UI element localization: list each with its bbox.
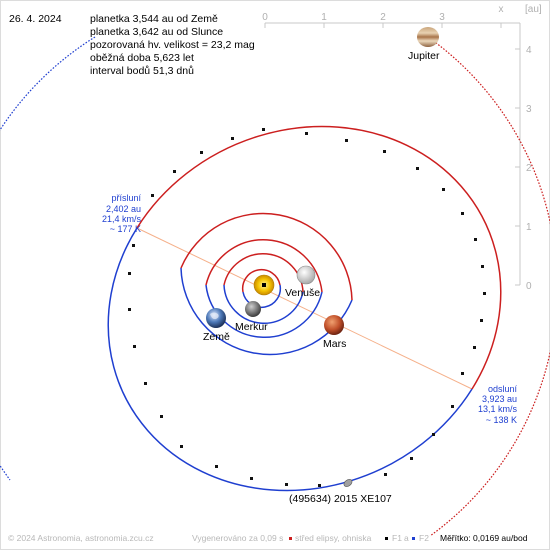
orbit-point <box>481 265 484 268</box>
axes <box>264 22 521 286</box>
mercury-orbit <box>241 268 282 309</box>
jupiter-orbit <box>0 36 550 537</box>
y-tick-label: 0 <box>526 281 532 292</box>
mars-label: Mars <box>323 338 346 350</box>
orbit-point <box>483 292 486 295</box>
earth-label: Země <box>203 331 230 343</box>
info-line: interval bodů 51,3 dnů <box>90 65 194 77</box>
orbit-point <box>132 244 135 247</box>
orbit-point <box>410 457 413 460</box>
focus1-marker-icon <box>385 537 388 540</box>
footer: © 2024 Astronomia, astronomia.zcu.cz Vyg… <box>8 533 528 543</box>
mercury-icon <box>245 301 261 317</box>
orbit-point <box>480 319 483 322</box>
earth-orbit <box>205 239 323 338</box>
perihelion-distance: 2,402 au <box>106 204 141 214</box>
x-tick-label: 0 <box>262 12 268 23</box>
y-tick-label: 4 <box>526 45 532 56</box>
sun <box>253 274 275 296</box>
mars-icon <box>324 315 344 335</box>
orbit-point <box>345 139 348 142</box>
orbit-point <box>432 433 435 436</box>
orbit-point <box>461 212 464 215</box>
info-line: planetka 3,544 au od Země <box>90 13 218 25</box>
orbit-point <box>160 415 163 418</box>
venus-label: Venuše <box>285 287 320 299</box>
orbit-point <box>451 405 454 408</box>
y-tick-label: 2 <box>526 163 532 174</box>
orbit-point <box>305 132 308 135</box>
info-block: planetka 3,544 au od Země planetka 3,642… <box>90 13 255 77</box>
orbit-point <box>384 473 387 476</box>
orbit-point <box>250 477 253 480</box>
perihelion-speed: 21,4 km/s <box>102 214 142 224</box>
orbit-point <box>173 170 176 173</box>
orbit-points <box>128 128 486 487</box>
orbit-point <box>474 238 477 241</box>
venus-icon <box>296 265 316 285</box>
x-axis-letter: x <box>499 4 504 15</box>
planet-labels: Jupiter Venuše Merkur Země Mars (495634)… <box>203 50 440 505</box>
orbit-point <box>461 372 464 375</box>
orbit-point <box>416 167 419 170</box>
perihelion-title: přísluní <box>111 193 141 203</box>
axis-unit: [au] <box>525 4 542 15</box>
orbit-point <box>144 382 147 385</box>
y-tick-label: 3 <box>526 104 532 115</box>
orbit-point <box>128 308 131 311</box>
orbit-point <box>215 465 218 468</box>
aphelion-info: odsluní 3,923 au 13,1 km/s ~ 138 K <box>478 384 518 425</box>
orbit-point <box>285 483 288 486</box>
focus-marker-icon <box>262 283 266 287</box>
jupiter-icon <box>417 27 439 47</box>
perihelion-temperature: ~ 177 K <box>110 224 141 234</box>
orbit-point <box>231 137 234 140</box>
aphelion-title: odsluní <box>488 384 518 394</box>
ellipse-center-marker-icon <box>289 537 292 540</box>
legend-a: a <box>404 533 409 543</box>
orbit-point <box>133 345 136 348</box>
info-line: planetka 3,642 au od Slunce <box>90 26 223 38</box>
info-line: pozorovaná hv. velikost = 23,2 mag <box>90 39 255 51</box>
perihelion-info: přísluní 2,402 au 21,4 km/s ~ 177 K <box>102 193 142 234</box>
info-line: oběžná doba 5,623 let <box>90 52 194 64</box>
orbit-point <box>442 188 445 191</box>
orbit-point <box>200 151 203 154</box>
aphelion-distance: 3,923 au <box>482 394 517 404</box>
asteroid-icon <box>343 479 353 487</box>
x-tick-label: 3 <box>439 12 445 23</box>
legend-center: střed elipsy, ohniska <box>295 533 372 543</box>
orbit-point <box>262 128 265 131</box>
copyright-link[interactable]: © 2024 Astronomia, astronomia.zcu.cz <box>8 533 154 543</box>
generated-time: Vygenerováno za 0,09 s <box>192 533 283 543</box>
orbit-point <box>128 272 131 275</box>
legend-f1: F1 <box>392 533 402 543</box>
apsis-line <box>136 227 473 390</box>
x-tick-label: 2 <box>380 12 386 23</box>
aphelion-temperature: ~ 138 K <box>486 415 517 425</box>
orbit-point <box>151 194 154 197</box>
orbit-point <box>383 150 386 153</box>
asteroid-label: (495634) 2015 XE107 <box>289 493 392 505</box>
orbit-point <box>318 484 321 487</box>
axis-labels: 0 1 2 3 x [au] 4 3 2 1 0 <box>262 4 542 292</box>
focus2-marker-icon <box>412 537 415 540</box>
aphelion-speed: 13,1 km/s <box>478 404 518 414</box>
y-tick-label: 1 <box>526 222 532 233</box>
jupiter-label: Jupiter <box>408 50 440 62</box>
asteroid-orbit <box>107 125 502 492</box>
earth-cloud <box>210 312 219 320</box>
date-label: 26. 4. 2024 <box>9 13 62 25</box>
x-tick-label: 1 <box>321 12 327 23</box>
scale-label: Měřítko: 0,0169 au/bod <box>440 533 528 543</box>
legend-f2: F2 <box>419 533 429 543</box>
orbit-point <box>180 445 183 448</box>
mercury-label: Merkur <box>235 321 268 333</box>
orbit-point <box>473 346 476 349</box>
